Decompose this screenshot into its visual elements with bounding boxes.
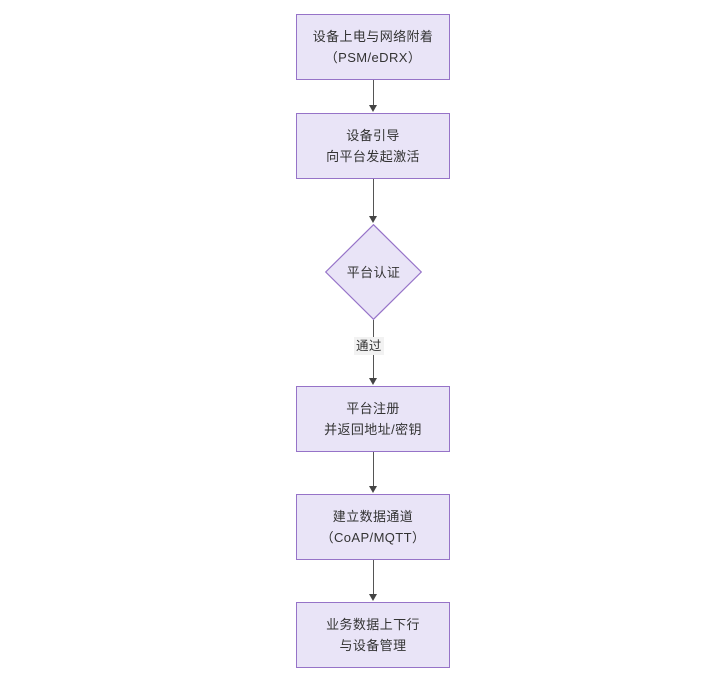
- node-data-channel-line1: 建立数据通道: [332, 509, 414, 524]
- node-bootstrap-line2: 向平台发起激活: [326, 149, 420, 164]
- node-platform-auth-label: 平台认证: [346, 264, 401, 280]
- node-power-on-line1: 设备上电与网络附着: [312, 29, 434, 44]
- node-data-channel[interactable]: 建立数据通道 （CoAP/MQTT）: [296, 494, 450, 560]
- arrowhead-icon: [369, 378, 377, 385]
- connector-line: [373, 452, 374, 487]
- edge-label-pass: 通过: [354, 337, 384, 355]
- node-platform-auth[interactable]: 平台认证: [325, 224, 422, 320]
- node-business-data-line2: 与设备管理: [339, 638, 407, 653]
- connector-line: [373, 179, 374, 217]
- connector-data-channel-to-business-data: [369, 560, 377, 602]
- arrowhead-icon: [369, 594, 377, 601]
- connector-line: [373, 80, 374, 106]
- connector-bootstrap-to-platform-auth: [369, 179, 377, 224]
- node-bootstrap[interactable]: 设备引导 向平台发起激活: [296, 113, 450, 179]
- node-business-data[interactable]: 业务数据上下行 与设备管理: [296, 602, 450, 668]
- diamond-shape: [325, 224, 422, 320]
- arrowhead-icon: [369, 105, 377, 112]
- connector-line: [373, 560, 374, 595]
- node-platform-register-line2: 并返回地址/密钥: [324, 422, 422, 437]
- node-bootstrap-line1: 设备引导: [346, 128, 400, 143]
- connector-platform-register-to-data-channel: [369, 452, 377, 494]
- node-power-on-line2: （PSM/eDRX）: [324, 50, 422, 65]
- node-data-channel-line2: （CoAP/MQTT）: [320, 530, 426, 545]
- node-platform-register-line1: 平台注册: [346, 401, 400, 416]
- node-power-on[interactable]: 设备上电与网络附着 （PSM/eDRX）: [296, 14, 450, 80]
- arrowhead-icon: [369, 216, 377, 223]
- node-platform-register[interactable]: 平台注册 并返回地址/密钥: [296, 386, 450, 452]
- arrowhead-icon: [369, 486, 377, 493]
- node-business-data-line1: 业务数据上下行: [326, 617, 420, 632]
- connector-power-on-to-bootstrap: [369, 80, 377, 113]
